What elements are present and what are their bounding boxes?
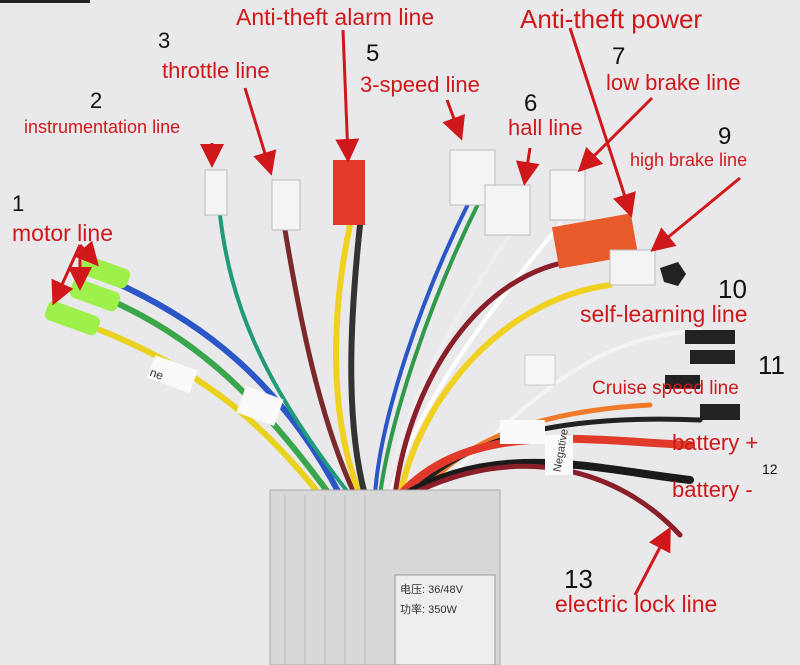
anti-theft-power-label: Anti-theft power <box>520 4 703 34</box>
controller-box <box>269 489 501 665</box>
low-brake-line-number: 7 <box>612 43 626 70</box>
electric-lock-line-label: electric lock line <box>555 591 718 617</box>
throttle-line-label: throttle line <box>162 58 270 83</box>
low-brake-line-label: low brake line <box>606 70 741 95</box>
high-brake-line-number: 9 <box>718 123 732 150</box>
cruise-speed-line-label: Cruise speed line <box>592 378 739 399</box>
battery-negative-number: 12 <box>762 461 778 477</box>
self-learning-line-label: self-learning line <box>580 301 748 327</box>
controller-voltage: 电压: 36/48V <box>400 584 463 596</box>
pointer-arrows <box>51 27 741 596</box>
motor-line-number: 1 <box>12 191 25 216</box>
hall-line-number: 6 <box>524 90 538 117</box>
plug-connectors <box>147 149 740 475</box>
controller-power: 功率: 350W <box>400 604 457 616</box>
instrumentation-line-label: instrumentation line <box>24 117 181 137</box>
self-learning-line-number: 10 <box>718 274 747 304</box>
motor-line-label: motor line <box>12 220 113 246</box>
3-speed-line-number: 5 <box>366 40 380 67</box>
3-speed-line-label: 3-speed line <box>360 72 480 97</box>
anti-theft-alarm-line-label: Anti-theft alarm line <box>236 4 435 30</box>
wires <box>97 198 703 538</box>
battery-negative-label: battery - <box>672 477 753 502</box>
electric-lock-line-number: 13 <box>564 564 593 594</box>
battery-positive-label: battery + <box>672 430 759 455</box>
high-brake-line-label: high brake line <box>630 150 748 170</box>
cruise-speed-line-number: 11 <box>758 350 785 380</box>
instrumentation-line-number: 2 <box>90 88 103 113</box>
top-edge-bar <box>0 0 90 3</box>
hall-line-label: hall line <box>508 115 583 140</box>
throttle-line-number: 3 <box>158 28 171 53</box>
